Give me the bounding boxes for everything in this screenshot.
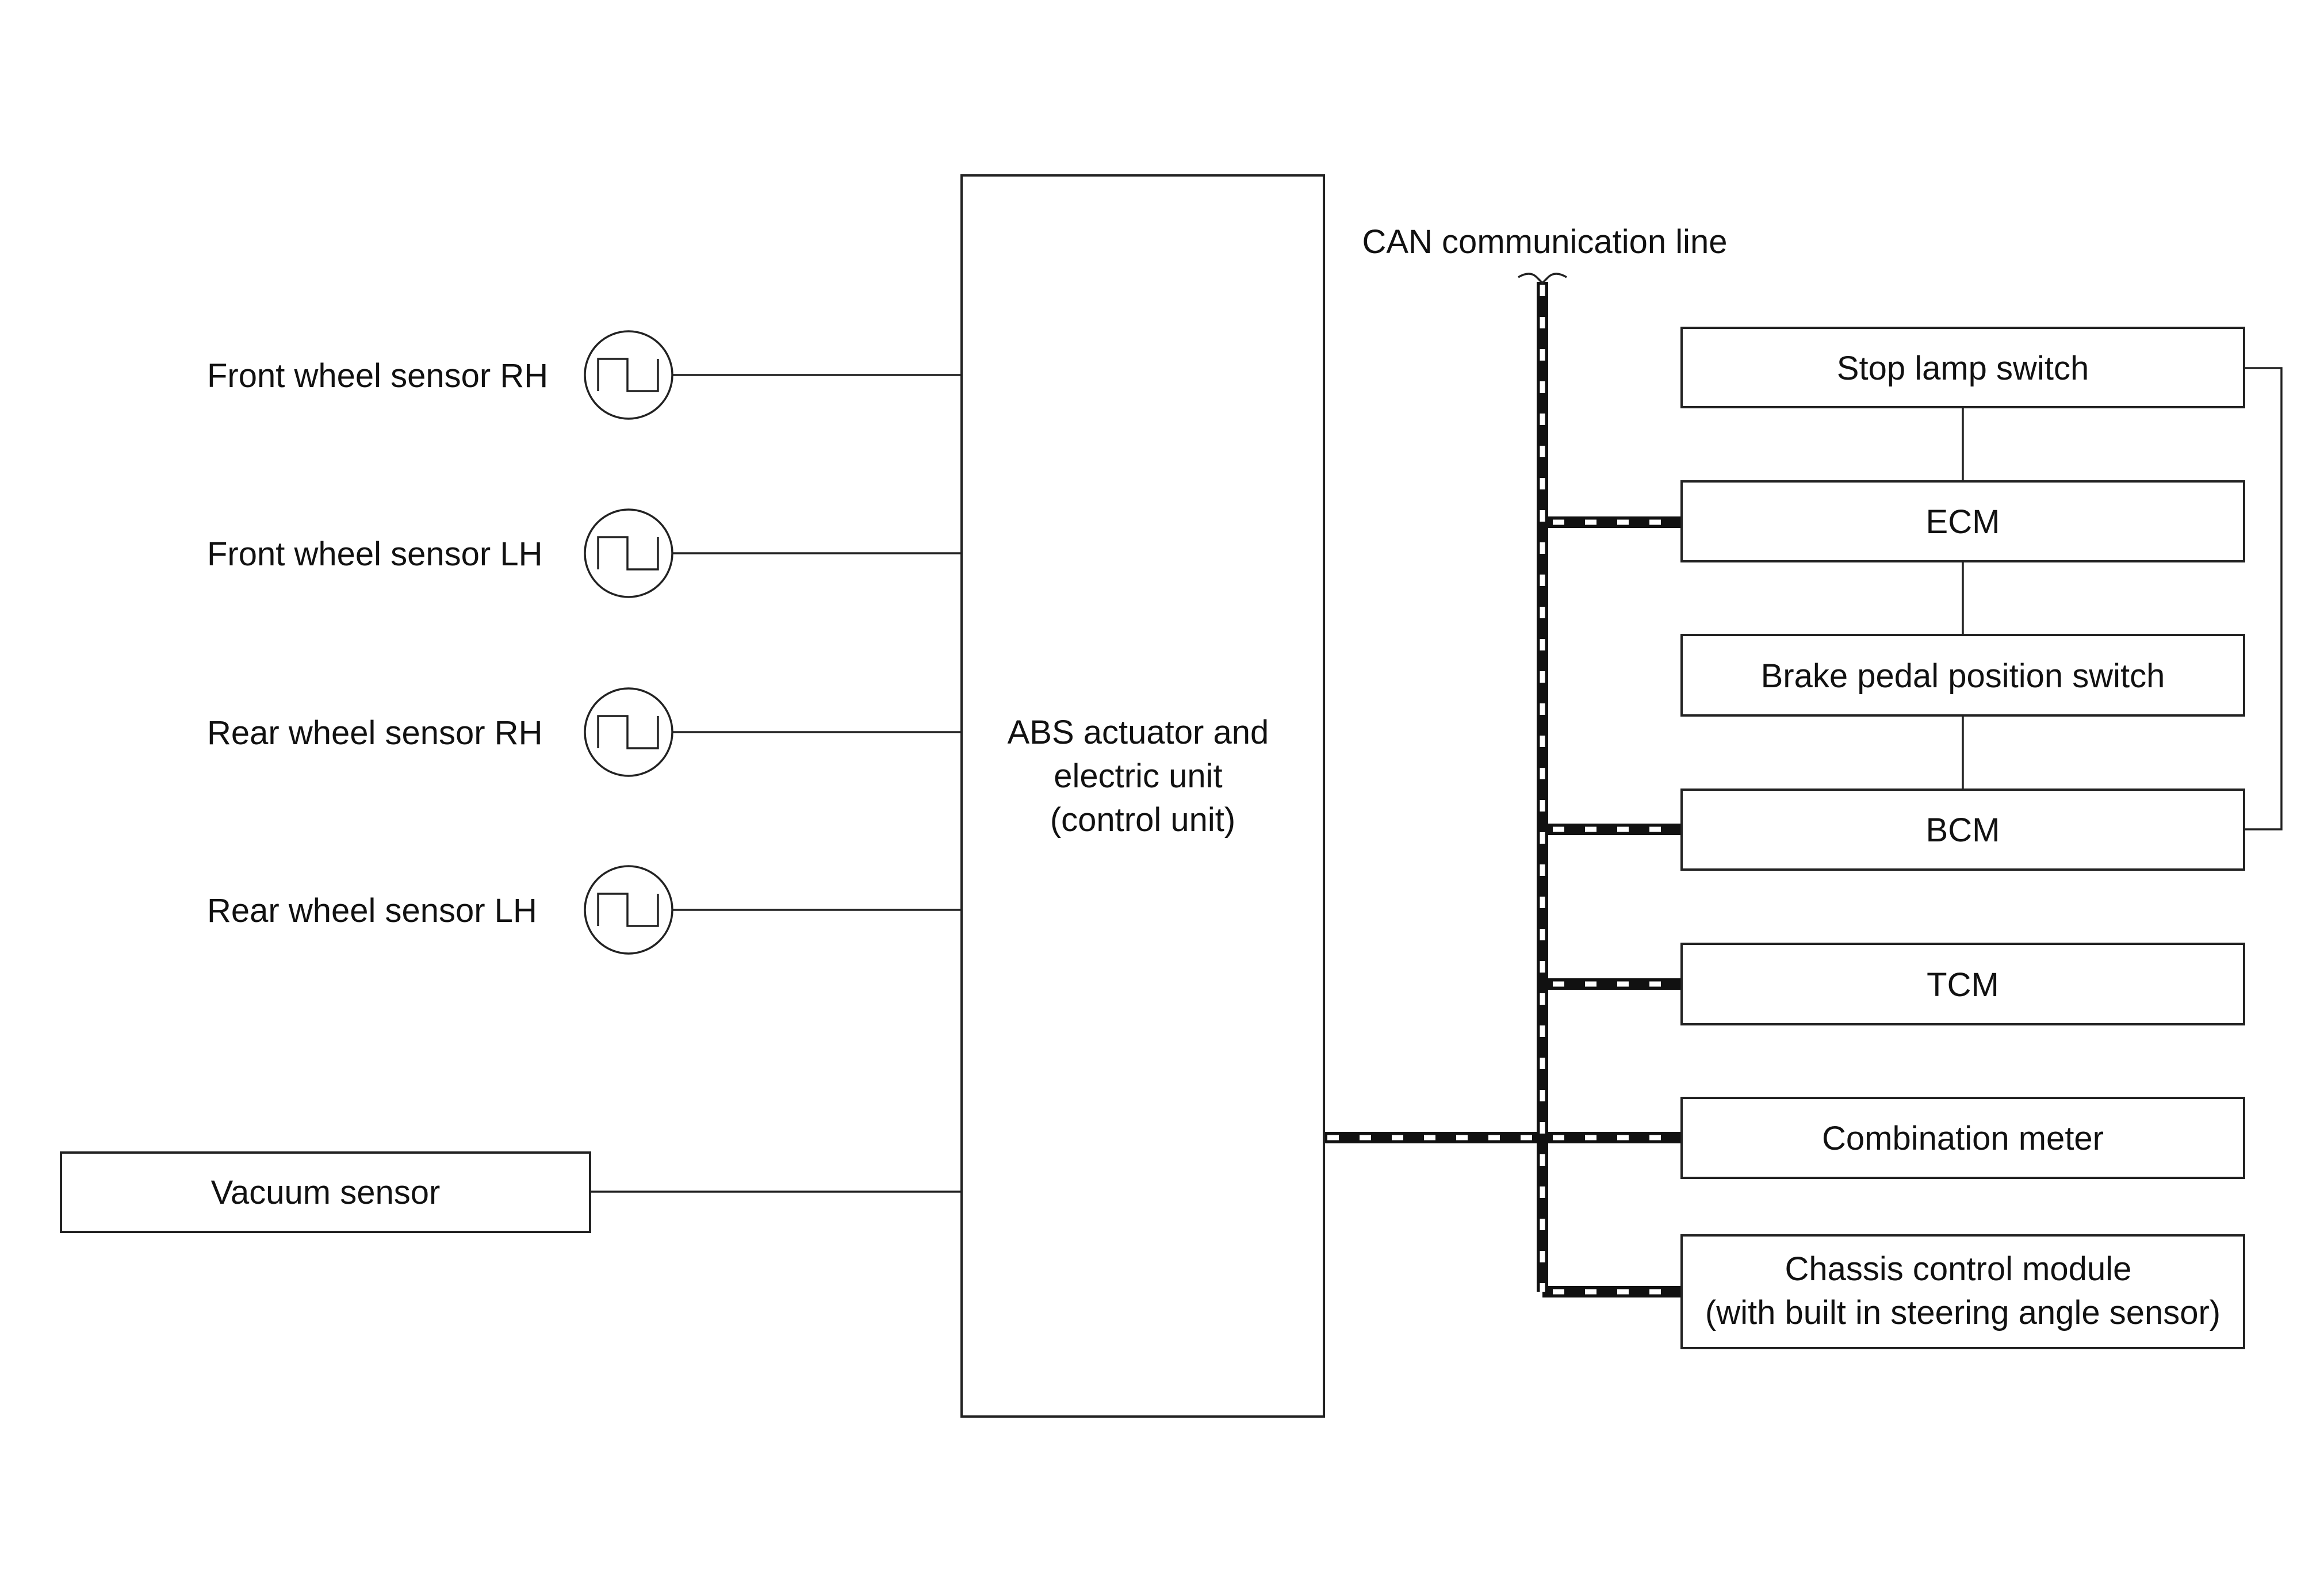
sensor-label: Front wheel sensor LH bbox=[207, 535, 542, 573]
combination-meter-box bbox=[1680, 1097, 2245, 1179]
can-label: CAN communication line bbox=[1362, 223, 1727, 261]
sensor-symbol-icon bbox=[584, 330, 673, 420]
wire-stoplamp-bcm-loop bbox=[2244, 367, 2283, 830]
abs-unit-line-1: ABS actuator and bbox=[1008, 714, 1269, 751]
chassis-control-module-label: Chassis control module (with built in st… bbox=[1705, 1250, 2220, 1331]
stop-lamp-switch-box bbox=[1680, 327, 2245, 408]
ecm-label: ECM bbox=[1926, 503, 2000, 541]
brake-pedal-switch-box bbox=[1680, 634, 2245, 717]
vacuum-sensor-label: Vacuum sensor bbox=[211, 1174, 441, 1211]
tcm-label: TCM bbox=[1927, 966, 1999, 1004]
sensor-label: Front wheel sensor RH bbox=[207, 357, 548, 395]
chassis-control-module-line-2: (with built in steering angle sensor) bbox=[1705, 1294, 2220, 1331]
sensor-symbol-icon bbox=[584, 687, 673, 777]
bcm-box bbox=[1680, 789, 2245, 871]
stop-lamp-switch-label: Stop lamp switch bbox=[1837, 350, 2089, 387]
ecm-box bbox=[1680, 480, 2245, 562]
chassis-control-module-box bbox=[1680, 1234, 2245, 1349]
square-wave-icon bbox=[597, 358, 659, 392]
sensor-label: Rear wheel sensor RH bbox=[207, 714, 542, 752]
sensor-label: Rear wheel sensor LH bbox=[207, 892, 537, 929]
square-wave-icon bbox=[597, 893, 659, 927]
bcm-label: BCM bbox=[1926, 812, 2000, 849]
abs-unit-line-3: (control unit) bbox=[1050, 801, 1235, 839]
sensor-rear-rh: Rear wheel sensor RH bbox=[207, 687, 673, 777]
abs-unit-line-2: electric unit bbox=[1054, 757, 1222, 795]
abs-unit-box bbox=[960, 174, 1325, 1418]
vacuum-sensor-box bbox=[60, 1151, 591, 1233]
sensor-symbol-icon bbox=[584, 865, 673, 955]
can-label-brace bbox=[1518, 273, 1567, 285]
tcm-box bbox=[1680, 943, 2245, 1025]
square-wave-icon bbox=[597, 536, 659, 571]
sensor-front-lh: Front wheel sensor LH bbox=[207, 508, 673, 598]
chassis-control-module-line-1: Chassis control module bbox=[1785, 1250, 2132, 1288]
abs-unit-label: ABS actuator and electric unit (control … bbox=[1008, 714, 1278, 839]
square-wave-icon bbox=[597, 715, 659, 749]
can-bus bbox=[1324, 282, 1682, 1297]
combination-meter-label: Combination meter bbox=[1822, 1120, 2104, 1157]
sensor-front-rh: Front wheel sensor RH bbox=[207, 330, 673, 420]
sensor-rear-lh: Rear wheel sensor LH bbox=[207, 865, 673, 955]
sensor-symbol-icon bbox=[584, 508, 673, 598]
brake-pedal-switch-label: Brake pedal position switch bbox=[1761, 657, 2165, 695]
